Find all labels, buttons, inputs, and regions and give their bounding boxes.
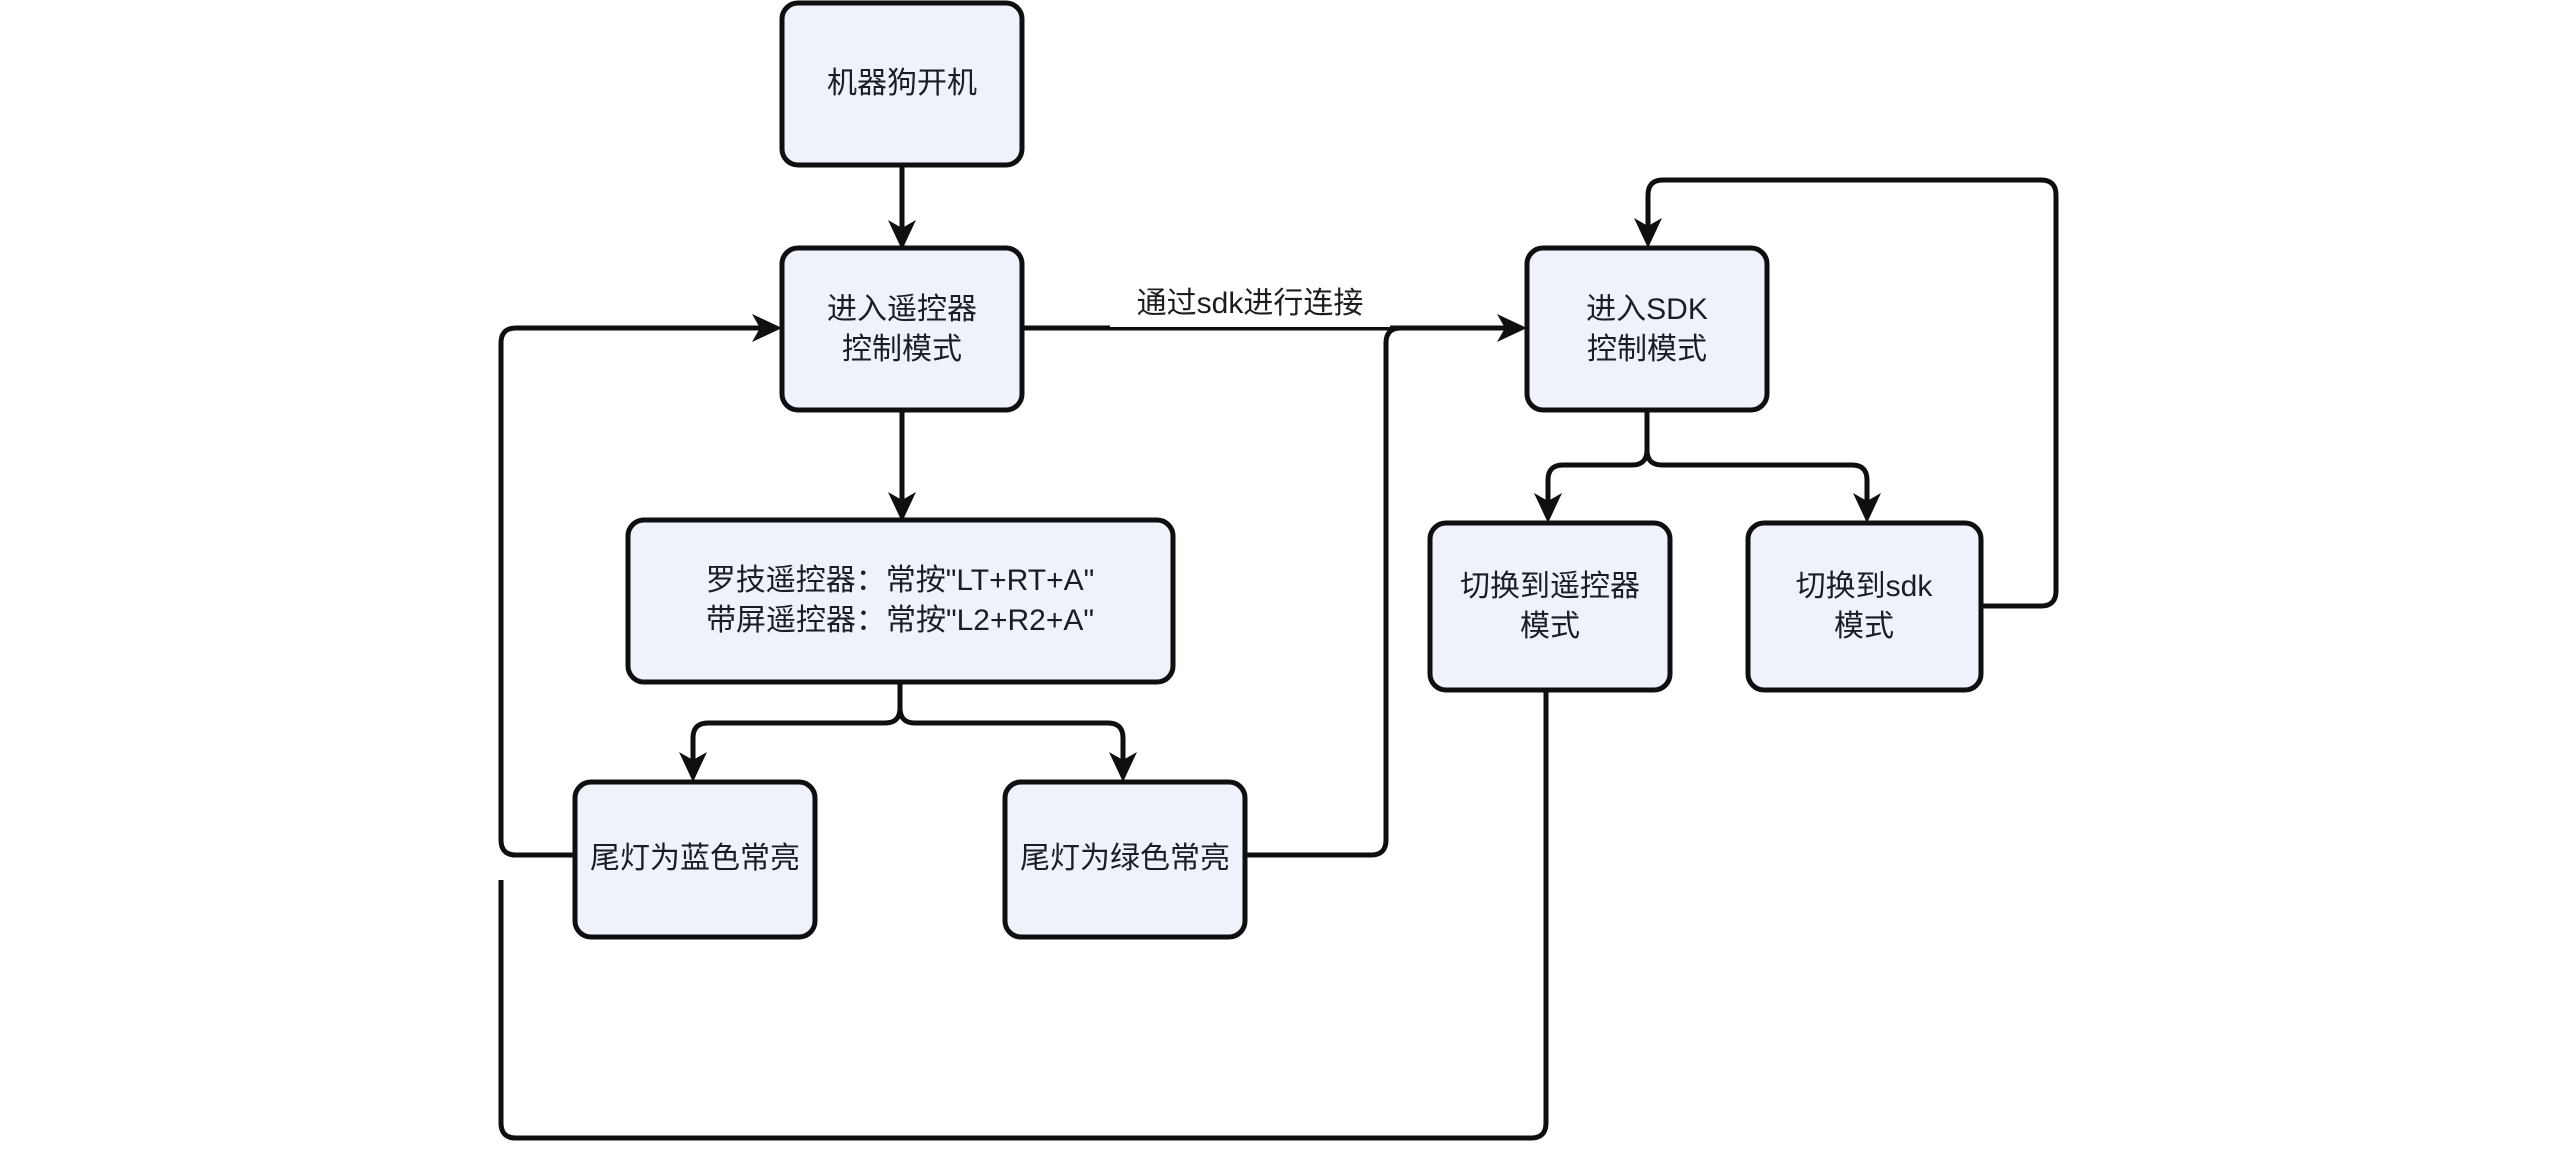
edge-blue-to-remote-loop bbox=[498, 314, 782, 858]
edge-label-backdrop bbox=[1110, 283, 1390, 327]
node-sdk-control-mode-label-line2: 控制模式 bbox=[1587, 333, 1707, 366]
node-taillight-blue-shape[interactable] bbox=[572, 779, 818, 940]
edge-label-remote-to-sdk-text: 通过sdk进行连接 bbox=[1137, 287, 1364, 320]
node-power-on-shape[interactable] bbox=[779, 0, 1025, 168]
node-switch-to-remote-mode-shape[interactable] bbox=[1427, 520, 1673, 693]
node-taillight-green-shape[interactable] bbox=[1002, 779, 1248, 940]
edge-switch-remote-bottom-loop bbox=[498, 690, 1549, 1141]
edge-switch-sdk-top-loop bbox=[1634, 177, 2059, 609]
node-switch-to-remote-mode-label-line2: 模式 bbox=[1520, 610, 1580, 643]
node-remote-control-mode-label-line2: 控制模式 bbox=[842, 333, 962, 366]
node-remote-control-mode[interactable]: 进入遥控器 控制模式 bbox=[779, 245, 1025, 413]
node-switch-to-sdk-mode[interactable]: 切换到sdk 模式 bbox=[1745, 520, 1984, 693]
nodes-layer: 机器狗开机 进入遥控器 控制模式 进入SDK 控制模式 罗技遥控器：常按"LT+… bbox=[572, 0, 1984, 940]
arrow-head-icon bbox=[888, 492, 916, 522]
node-taillight-blue-label: 尾灯为蓝色常亮 bbox=[590, 842, 800, 875]
node-taillight-blue[interactable]: 尾灯为蓝色常亮 bbox=[572, 779, 818, 940]
node-remote-control-mode-label-line1: 进入遥控器 bbox=[827, 293, 977, 326]
edge-labels-layer: 通过sdk进行连接 bbox=[1110, 283, 1390, 327]
node-taillight-green[interactable]: 尾灯为绿色常亮 bbox=[1002, 779, 1248, 940]
node-controller-shortcuts-label-line1: 罗技遥控器：常按"LT+RT+A" bbox=[706, 564, 1095, 597]
node-switch-to-sdk-mode-label-line2: 模式 bbox=[1834, 610, 1894, 643]
edge-power-on-to-remote bbox=[888, 165, 916, 250]
node-switch-to-remote-mode-label-line1: 切换到遥控器 bbox=[1460, 570, 1640, 603]
edges-layer bbox=[498, 165, 2059, 1141]
arrow-head-icon bbox=[752, 314, 782, 342]
node-power-on-label: 机器狗开机 bbox=[827, 67, 977, 100]
arrow-head-icon bbox=[888, 220, 916, 250]
node-switch-to-remote-mode[interactable]: 切换到遥控器 模式 bbox=[1427, 520, 1673, 693]
arrow-head-icon bbox=[1634, 218, 1662, 248]
node-controller-shortcuts[interactable]: 罗技遥控器：常按"LT+RT+A" 带屏遥控器：常按"L2+R2+A" bbox=[625, 517, 1176, 685]
edge-shortcuts-split bbox=[679, 682, 1137, 782]
node-switch-to-sdk-mode-shape[interactable] bbox=[1745, 520, 1984, 693]
edge-remote-to-shortcuts bbox=[888, 410, 916, 522]
node-controller-shortcuts-label-line2: 带屏遥控器：常按"L2+R2+A" bbox=[706, 604, 1094, 637]
edge-green-to-sdk-loop bbox=[1245, 325, 1509, 858]
edge-label-remote-to-sdk: 通过sdk进行连接 bbox=[1110, 283, 1390, 327]
node-switch-to-sdk-mode-label-line1: 切换到sdk bbox=[1796, 570, 1934, 603]
edge-sdk-split bbox=[1534, 410, 1881, 523]
node-remote-control-mode-shape[interactable] bbox=[779, 245, 1025, 413]
node-sdk-control-mode[interactable]: 进入SDK 控制模式 bbox=[1524, 245, 1770, 413]
arrow-head-icon bbox=[1534, 493, 1562, 523]
arrow-head-icon bbox=[1853, 493, 1881, 523]
node-sdk-control-mode-label-line1: 进入SDK bbox=[1586, 293, 1708, 326]
node-controller-shortcuts-shape[interactable] bbox=[625, 517, 1176, 685]
node-power-on[interactable]: 机器狗开机 bbox=[779, 0, 1025, 168]
arrow-head-icon bbox=[1497, 314, 1527, 342]
node-sdk-control-mode-shape[interactable] bbox=[1524, 245, 1770, 413]
node-taillight-green-label: 尾灯为绿色常亮 bbox=[1020, 842, 1230, 875]
arrow-head-icon bbox=[1109, 752, 1137, 782]
arrow-head-icon bbox=[679, 752, 707, 782]
